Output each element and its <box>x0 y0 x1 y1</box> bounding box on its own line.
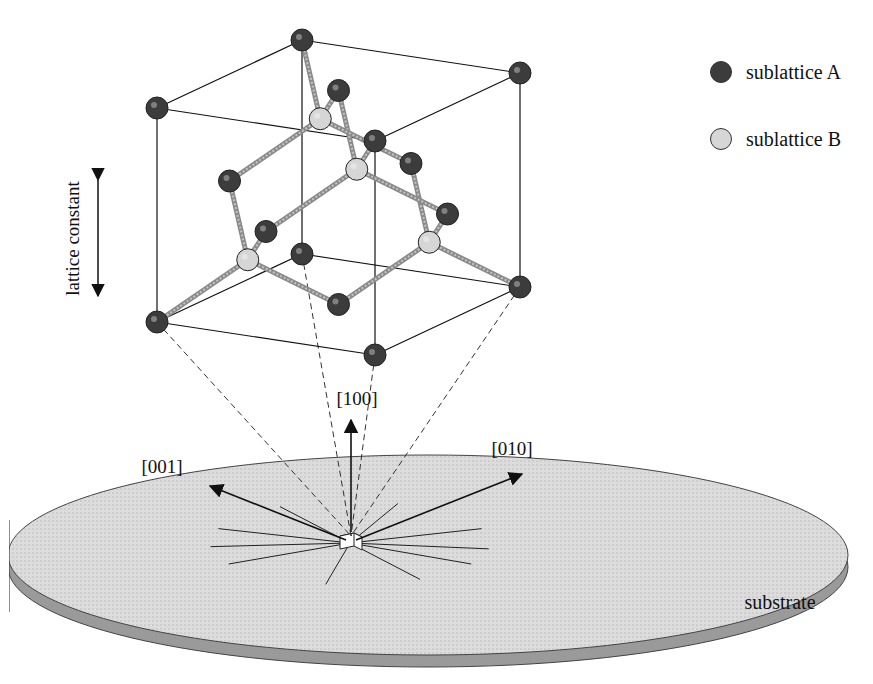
bond <box>230 119 321 181</box>
bond <box>339 242 430 304</box>
atom <box>418 231 440 253</box>
atom <box>509 276 531 298</box>
atom <box>237 249 259 271</box>
radial-line <box>350 543 489 549</box>
atom <box>364 344 386 366</box>
atom <box>328 294 350 316</box>
atom-highlight <box>242 254 248 260</box>
cube-edge <box>374 141 375 355</box>
bond <box>248 260 339 305</box>
atom <box>146 311 168 333</box>
radial-line <box>326 543 350 584</box>
bond <box>157 260 248 322</box>
atom-highlight <box>296 248 302 254</box>
bond <box>230 181 248 260</box>
bond <box>302 40 320 119</box>
atom-highlight <box>351 163 357 169</box>
bond <box>429 242 520 287</box>
label: [001] <box>141 457 182 476</box>
radial-lines <box>211 504 489 585</box>
legend-text: sublattice A <box>746 62 841 82</box>
radial-line <box>350 543 471 564</box>
atom <box>309 108 331 130</box>
substrate-disk <box>9 455 848 667</box>
atom-highlight <box>405 158 411 164</box>
bond <box>302 40 320 119</box>
cube-edge <box>157 322 375 355</box>
cube-edge <box>157 40 302 108</box>
cube-edge <box>375 73 520 141</box>
atom-highlight <box>514 281 520 287</box>
atom <box>219 170 241 192</box>
bond <box>357 169 448 214</box>
atom <box>146 97 168 119</box>
bond <box>320 119 411 164</box>
cube-edge <box>375 287 520 355</box>
projection-line <box>351 355 375 536</box>
bond <box>339 242 430 304</box>
atom <box>400 153 422 175</box>
atom <box>328 80 350 102</box>
atom-highlight <box>333 299 339 305</box>
label: substrate <box>744 592 815 612</box>
atom-highlight <box>260 226 266 232</box>
bond <box>357 169 448 214</box>
atom-highlight <box>151 316 157 322</box>
atom-highlight <box>423 236 429 242</box>
direction-arrow <box>356 474 522 540</box>
bond <box>266 169 357 231</box>
cube-edge <box>519 73 520 287</box>
atom <box>364 130 386 152</box>
atom-highlight <box>369 349 375 355</box>
atom <box>255 221 277 243</box>
atom-highlight <box>151 102 157 108</box>
atom <box>437 203 459 225</box>
bond <box>320 119 411 164</box>
cube-edge <box>301 40 302 254</box>
atom <box>291 243 313 265</box>
bond <box>157 260 248 322</box>
bond <box>248 260 339 305</box>
cube-edge <box>302 40 520 73</box>
label: [100] <box>336 389 377 408</box>
atom <box>509 62 531 84</box>
direction-arrow <box>350 420 352 532</box>
bond <box>266 169 357 231</box>
legend-swatch <box>710 61 732 83</box>
atom-highlight <box>369 135 375 141</box>
atom-highlight <box>333 85 339 91</box>
radial-line <box>218 529 350 543</box>
atom-highlight <box>442 208 448 214</box>
cube-edge <box>156 108 157 322</box>
radial-line <box>211 543 350 547</box>
radial-line <box>350 529 482 543</box>
bond <box>429 242 520 287</box>
atom-highlight <box>314 113 320 119</box>
legend-text: sublattice B <box>746 129 841 149</box>
atom-highlight <box>224 175 230 181</box>
atom-highlight <box>296 34 302 40</box>
bond <box>230 119 321 181</box>
label: [010] <box>491 439 532 458</box>
direction-arrow <box>210 486 346 540</box>
lattice-constant-arrow <box>98 180 99 296</box>
cube-edge <box>157 254 302 322</box>
legend-swatch <box>710 128 732 150</box>
label: lattice constant <box>62 181 81 295</box>
projection-line <box>351 287 520 536</box>
unit-cell <box>146 29 531 550</box>
projection-line <box>157 322 351 536</box>
bond <box>230 181 248 260</box>
atom <box>346 158 368 180</box>
atom-highlight <box>514 67 520 73</box>
atom <box>291 29 313 51</box>
